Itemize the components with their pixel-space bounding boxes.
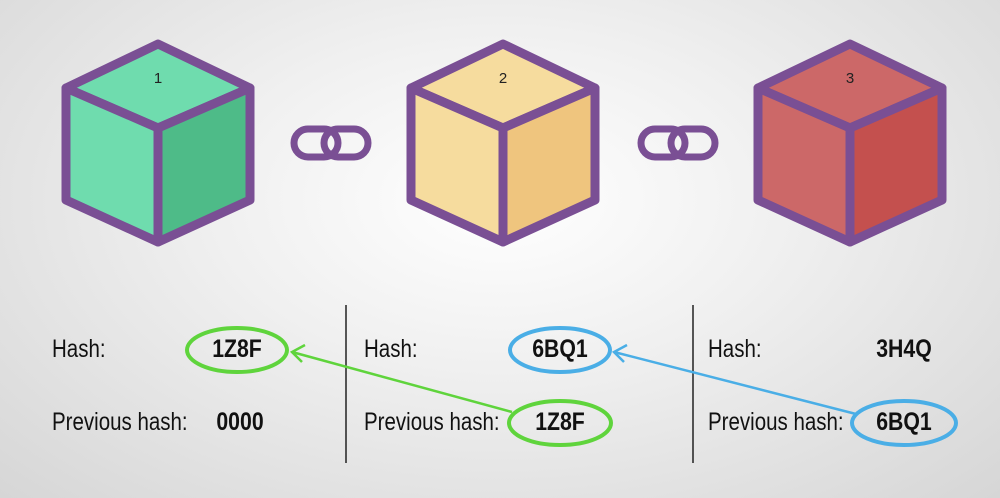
previous-hash-label: Previous hash: [708, 408, 844, 436]
arrow-green [289, 343, 513, 414]
cube-right-face [498, 83, 600, 247]
hash-value: 3H4Q [876, 335, 932, 363]
previous-hash-label: Previous hash: [52, 408, 188, 436]
block-cube-2 [406, 39, 600, 247]
previous-hash-value: 1Z8F [535, 408, 585, 436]
previous-hash-value: 0000 [216, 408, 264, 436]
hash-label: Hash: [708, 335, 762, 363]
block-cube-1 [61, 39, 255, 247]
block-number: 3 [845, 70, 855, 87]
hash-value: 6BQ1 [532, 335, 588, 363]
block-cube-3 [753, 39, 947, 247]
highlight-ellipse [507, 399, 613, 447]
hash-value: 1Z8F [212, 335, 262, 363]
hash-label: Hash: [52, 335, 106, 363]
previous-hash-label: Previous hash: [364, 408, 500, 436]
highlight-ellipse [185, 326, 289, 374]
highlight-ellipse [850, 399, 958, 447]
hash-label: Hash: [364, 335, 418, 363]
block-number: 2 [498, 70, 508, 87]
cube-right-face [153, 83, 255, 247]
block-number: 1 [153, 70, 163, 87]
previous-hash-value: 6BQ1 [876, 408, 932, 436]
link-icon [290, 125, 372, 161]
arrow-blue [611, 343, 857, 416]
highlight-ellipse [508, 326, 612, 374]
cube-right-face [845, 83, 947, 247]
link-icon [637, 125, 719, 161]
